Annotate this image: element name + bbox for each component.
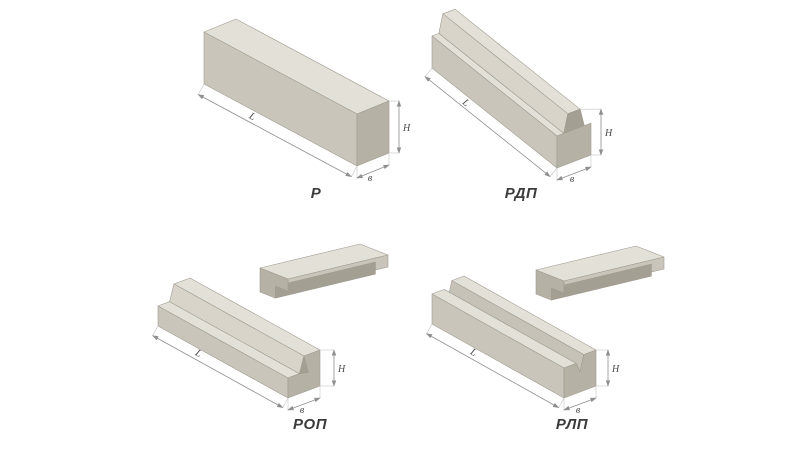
caption-figure-rlp: РЛП xyxy=(555,416,589,433)
dim-length-label: L xyxy=(246,110,257,123)
dim-height: H xyxy=(596,349,620,387)
figure-rop-beam: L H в xyxy=(152,243,389,416)
section-piece xyxy=(259,243,389,299)
dim-length: L xyxy=(197,83,358,177)
beam-end-face xyxy=(563,349,597,399)
dim-width: в xyxy=(556,155,592,185)
dim-length-label: L xyxy=(192,347,203,360)
dim-height-label: H xyxy=(604,128,613,139)
piece-end-face xyxy=(535,269,565,301)
dim-height: H xyxy=(320,349,346,387)
dim-width-label: в xyxy=(570,174,575,185)
dim-width-label: в xyxy=(368,173,373,184)
dim-length-label: L xyxy=(459,96,471,109)
piece-end-face xyxy=(259,267,289,299)
dim-width: в xyxy=(356,153,390,184)
caption-figure-rop: РОП xyxy=(293,416,327,433)
dim-height: H xyxy=(389,100,411,154)
dim-length: L xyxy=(425,323,565,408)
dim-height-label: H xyxy=(337,364,346,375)
caption-figure-rdp: РДП xyxy=(504,185,538,202)
caption-figure-r: Р xyxy=(310,185,322,202)
dim-width-label: в xyxy=(576,405,581,416)
beam-end-notch-shadow xyxy=(299,355,309,375)
dim-length-label: L xyxy=(467,346,478,359)
dim-width: в xyxy=(287,386,321,416)
dim-height-label: H xyxy=(611,364,620,375)
dim-width: в xyxy=(563,386,597,416)
dim-height-label: H xyxy=(402,123,411,134)
figure-rlp-beam: L H в xyxy=(425,245,665,416)
section-piece xyxy=(535,245,665,301)
dim-height: H xyxy=(580,108,613,156)
figure-rdp-beam: L H в xyxy=(424,8,613,185)
dim-length: L xyxy=(152,325,289,408)
figure-r-beam: L H в xyxy=(197,18,411,184)
dim-width-label: в xyxy=(300,405,305,416)
